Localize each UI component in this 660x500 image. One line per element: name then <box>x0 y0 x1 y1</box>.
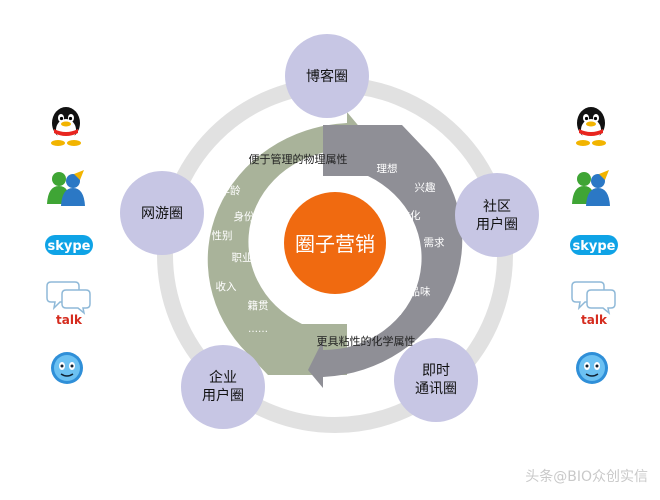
game-circle <box>120 171 204 255</box>
center-label: 圈子营销 <box>295 232 375 256</box>
msn-messenger-icon <box>572 170 610 206</box>
left-arrow <box>207 112 362 375</box>
qq-penguin-icon <box>51 107 81 146</box>
ali-wangwang-icon <box>576 352 608 384</box>
right-item-interest: 兴趣 <box>415 181 436 194</box>
blog-circle-label: 博客圈 <box>306 68 348 85</box>
blog-circle <box>285 34 369 118</box>
enterprise-circle-line1: 企业 <box>209 369 237 386</box>
skype-icon-text: skype <box>573 239 616 254</box>
im-circle <box>394 338 478 422</box>
talk-icon-text: talk <box>581 313 608 327</box>
ali-wangwang-icon <box>51 352 83 384</box>
left-item-age: 年龄 <box>220 184 241 197</box>
community-circle-line2: 用户圈 <box>476 216 518 233</box>
right-item-demand: 需求 <box>424 237 445 249</box>
left-item-income: 收入 <box>216 280 237 293</box>
right-item-ideal: 理想 <box>377 162 398 175</box>
watermark: 头条@BIO众创实信 <box>525 469 648 485</box>
right-item-taste: 品味 <box>410 286 431 298</box>
qq-penguin-icon <box>576 107 606 146</box>
msn-messenger-icon <box>47 170 85 206</box>
left-arrow-heading: 便于管理的物理属性 <box>249 152 348 166</box>
right-arrow <box>308 125 463 388</box>
skype-icon: skype <box>45 235 93 255</box>
right-item-culture: 文化 <box>400 209 421 222</box>
right-arrow-heading: 更具粘性的化学属性 <box>317 334 416 348</box>
community-circle-line1: 社区 <box>483 199 511 215</box>
left-item-occupation: 职业 <box>232 252 253 264</box>
google-talk-icon: talk <box>46 281 91 327</box>
talk-icon-text: talk <box>56 313 83 327</box>
left-item-gender: 性别 <box>212 229 233 242</box>
left-item-identity: 身份 <box>234 210 255 223</box>
center-circle <box>284 192 386 294</box>
skype-icon: skype <box>570 235 618 255</box>
im-circle-line1: 即时 <box>422 363 450 379</box>
enterprise-circle-line2: 用户圈 <box>202 387 244 404</box>
left-item-native-place: 籍贯 <box>248 299 269 312</box>
left-item-ellipsis: …… <box>248 324 268 335</box>
im-circle-line2: 通讯圈 <box>415 381 457 397</box>
right-item-ellipsis: …… <box>382 307 402 318</box>
game-circle-label: 网游圈 <box>141 206 183 222</box>
right-item-hobby: 爱好 <box>399 261 420 274</box>
enterprise-circle <box>181 345 265 429</box>
skype-icon-text: skype <box>48 239 91 254</box>
google-talk-icon: talk <box>571 281 616 327</box>
community-circle <box>455 173 539 257</box>
